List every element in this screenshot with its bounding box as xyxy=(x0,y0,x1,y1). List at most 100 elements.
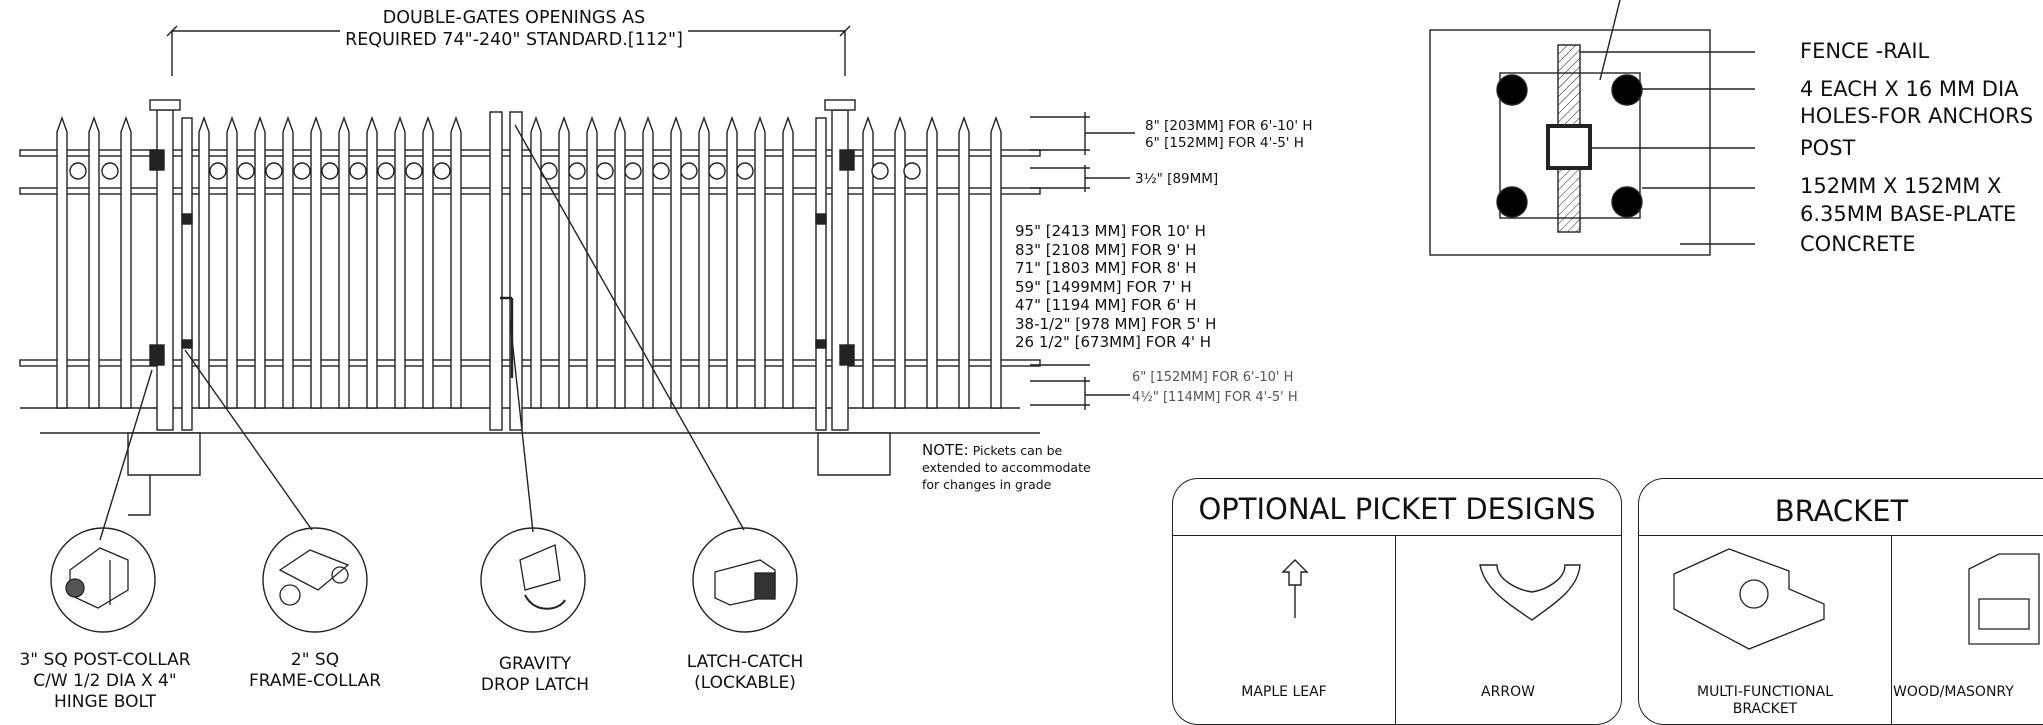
note-line3: for changes in grade xyxy=(922,477,1052,492)
ring-ornament xyxy=(903,162,921,180)
note-text: Pickets can be xyxy=(972,443,1063,458)
picket xyxy=(394,115,406,409)
label-plate-line2: 6.35MM BASE-PLATE xyxy=(1800,202,2017,226)
picket xyxy=(614,115,626,409)
picket-panel-title: OPTIONAL PICKET DESIGNS xyxy=(1198,492,1596,526)
picket xyxy=(310,115,322,409)
picket xyxy=(282,115,294,409)
bracket-wood-masonry: WOOD/MASONRY xyxy=(1893,684,2014,700)
picket xyxy=(958,115,970,409)
frame-collar-line2: FRAME-COLLAR xyxy=(248,671,382,691)
label-post: POST xyxy=(1800,136,1856,160)
footings xyxy=(127,432,891,516)
frame-collar-line1: 2" SQ xyxy=(290,650,340,670)
optional-picket-panel: OPTIONAL PICKET DESIGNS MAPLE LEAF ARROW xyxy=(1172,478,1622,725)
picket xyxy=(586,115,598,409)
ring-ornament xyxy=(680,162,698,180)
fence-pickets xyxy=(56,115,1002,409)
bracket-sketches xyxy=(1673,548,2040,650)
picket xyxy=(862,115,874,409)
top-dimension-line xyxy=(166,25,851,76)
picket xyxy=(530,115,542,409)
picket xyxy=(450,115,462,409)
picket xyxy=(120,115,132,409)
height-dim-5: 38-1/2" [978 MM] FOR 5' H xyxy=(1015,314,1217,333)
dim-bottom-1: 6" [152MM] FOR 6'-10' H xyxy=(1132,370,1294,385)
ring-ornament xyxy=(293,162,311,180)
ring-ornament xyxy=(652,162,670,180)
picket xyxy=(670,115,682,409)
bracket-multi-functional: MULTI-FUNCTIONAL BRACKET xyxy=(1639,684,1891,718)
detail-pictograms xyxy=(65,544,776,610)
note-label: NOTE: xyxy=(922,441,969,459)
ring-ornament xyxy=(377,162,395,180)
ring-ornament xyxy=(321,162,339,180)
detail-caption-frame-collar: 2" SQ FRAME-COLLAR xyxy=(225,650,405,692)
post-collar-line2: C/W 1/2 DIA X 4" xyxy=(33,671,177,691)
top-dimension-line2: REQUIRED 74"-240" STANDARD.[112"] xyxy=(345,30,683,50)
right-dimension-ticks xyxy=(1030,112,1135,410)
latch-catch-line1: LATCH-CATCH xyxy=(686,652,804,672)
picket xyxy=(782,115,794,409)
top-dimension-line1: DOUBLE-GATES OPENINGS AS xyxy=(382,8,646,28)
picket xyxy=(894,115,906,409)
detail-caption-latch-catch: LATCH-CATCH (LOCKABLE) xyxy=(655,652,835,694)
bracket-panel-title: BRACKET xyxy=(1774,494,1909,528)
grade-note: NOTE: Pickets can be extended to accommo… xyxy=(922,442,1091,493)
picket xyxy=(56,115,68,409)
bracket-multi-line2: BRACKET xyxy=(1732,701,1798,717)
picket-design-maple-leaf: MAPLE LEAF xyxy=(1241,684,1327,700)
ring-ornament xyxy=(237,162,255,180)
ring-ornament xyxy=(265,162,283,180)
ring-ornament xyxy=(209,162,227,180)
height-dimension-list: 95" [2413 MM] FOR 10' H 83" [2108 MM] FO… xyxy=(1015,222,1216,352)
detail-caption-drop-latch: GRAVITY DROP LATCH xyxy=(445,654,625,696)
ring-ornament xyxy=(101,162,119,180)
note-line2: extended to accommodate xyxy=(922,460,1091,475)
bracket-multi-line1: MULTI-FUNCTIONAL xyxy=(1696,684,1834,700)
picket-panel-sketches xyxy=(1281,559,1581,621)
picket xyxy=(754,115,766,409)
picket xyxy=(254,115,266,409)
height-dim-7: 59" [1499MM] FOR 7' H xyxy=(1015,277,1192,296)
height-dim-9: 83" [2108 MM] FOR 9' H xyxy=(1015,240,1197,259)
ring-ornament xyxy=(433,162,451,180)
dim-top-1: 8" [203MM] FOR 6'-10' H xyxy=(1145,118,1313,134)
ring-ornament xyxy=(624,162,642,180)
ring-ornament xyxy=(708,162,726,180)
picket xyxy=(338,115,350,409)
label-fence-rail: FENCE -RAIL xyxy=(1800,39,1930,63)
top-dimension-label: DOUBLE-GATES OPENINGS AS REQUIRED 74"-24… xyxy=(340,7,688,51)
detail-circles xyxy=(50,527,798,633)
ring-ornament xyxy=(596,162,614,180)
post-collar-line1: 3" SQ POST-COLLAR xyxy=(19,650,191,670)
picket xyxy=(990,115,1002,409)
height-dim-6: 47" [1194 MM] FOR 6' H xyxy=(1015,296,1197,314)
ring-ornament xyxy=(736,162,754,180)
latch-catch-line2: (LOCKABLE) xyxy=(694,673,796,693)
label-plate-line1: 152MM X 152MM X xyxy=(1800,174,2002,198)
posts xyxy=(149,99,856,431)
drop-latch-line1: GRAVITY xyxy=(498,654,572,674)
height-dim-8: 71" [1803 MM] FOR 8' H xyxy=(1015,259,1197,277)
picket xyxy=(198,115,210,409)
picket xyxy=(88,115,100,409)
ring-ornament xyxy=(568,162,586,180)
drop-latch-line2: DROP LATCH xyxy=(480,675,590,695)
picket xyxy=(422,115,434,409)
detail-caption-post-collar: 3" SQ POST-COLLAR C/W 1/2 DIA X 4" HINGE… xyxy=(0,650,210,713)
height-dim-4: 26 1/2" [673MM] FOR 4' H xyxy=(1015,333,1211,351)
picket xyxy=(366,115,378,409)
dim-top-2: 6" [152MM] FOR 4'-5' H xyxy=(1145,135,1304,151)
dim-bottom-2: 4½" [114MM] FOR 4'-5' H xyxy=(1132,390,1298,405)
ring-ornament xyxy=(349,162,367,180)
picket xyxy=(726,115,738,409)
picket-design-arrow: ARROW xyxy=(1481,684,1535,700)
baseplate-plan xyxy=(1429,0,1755,256)
bracket-panel: BRACKET MULTI-FUNCTIONAL BRACKET WOOD/MA… xyxy=(1638,478,2043,725)
picket xyxy=(226,115,238,409)
picket xyxy=(698,115,710,409)
label-holes-line2: HOLES-FOR ANCHORS xyxy=(1800,104,2034,128)
ring-ornament xyxy=(405,162,423,180)
